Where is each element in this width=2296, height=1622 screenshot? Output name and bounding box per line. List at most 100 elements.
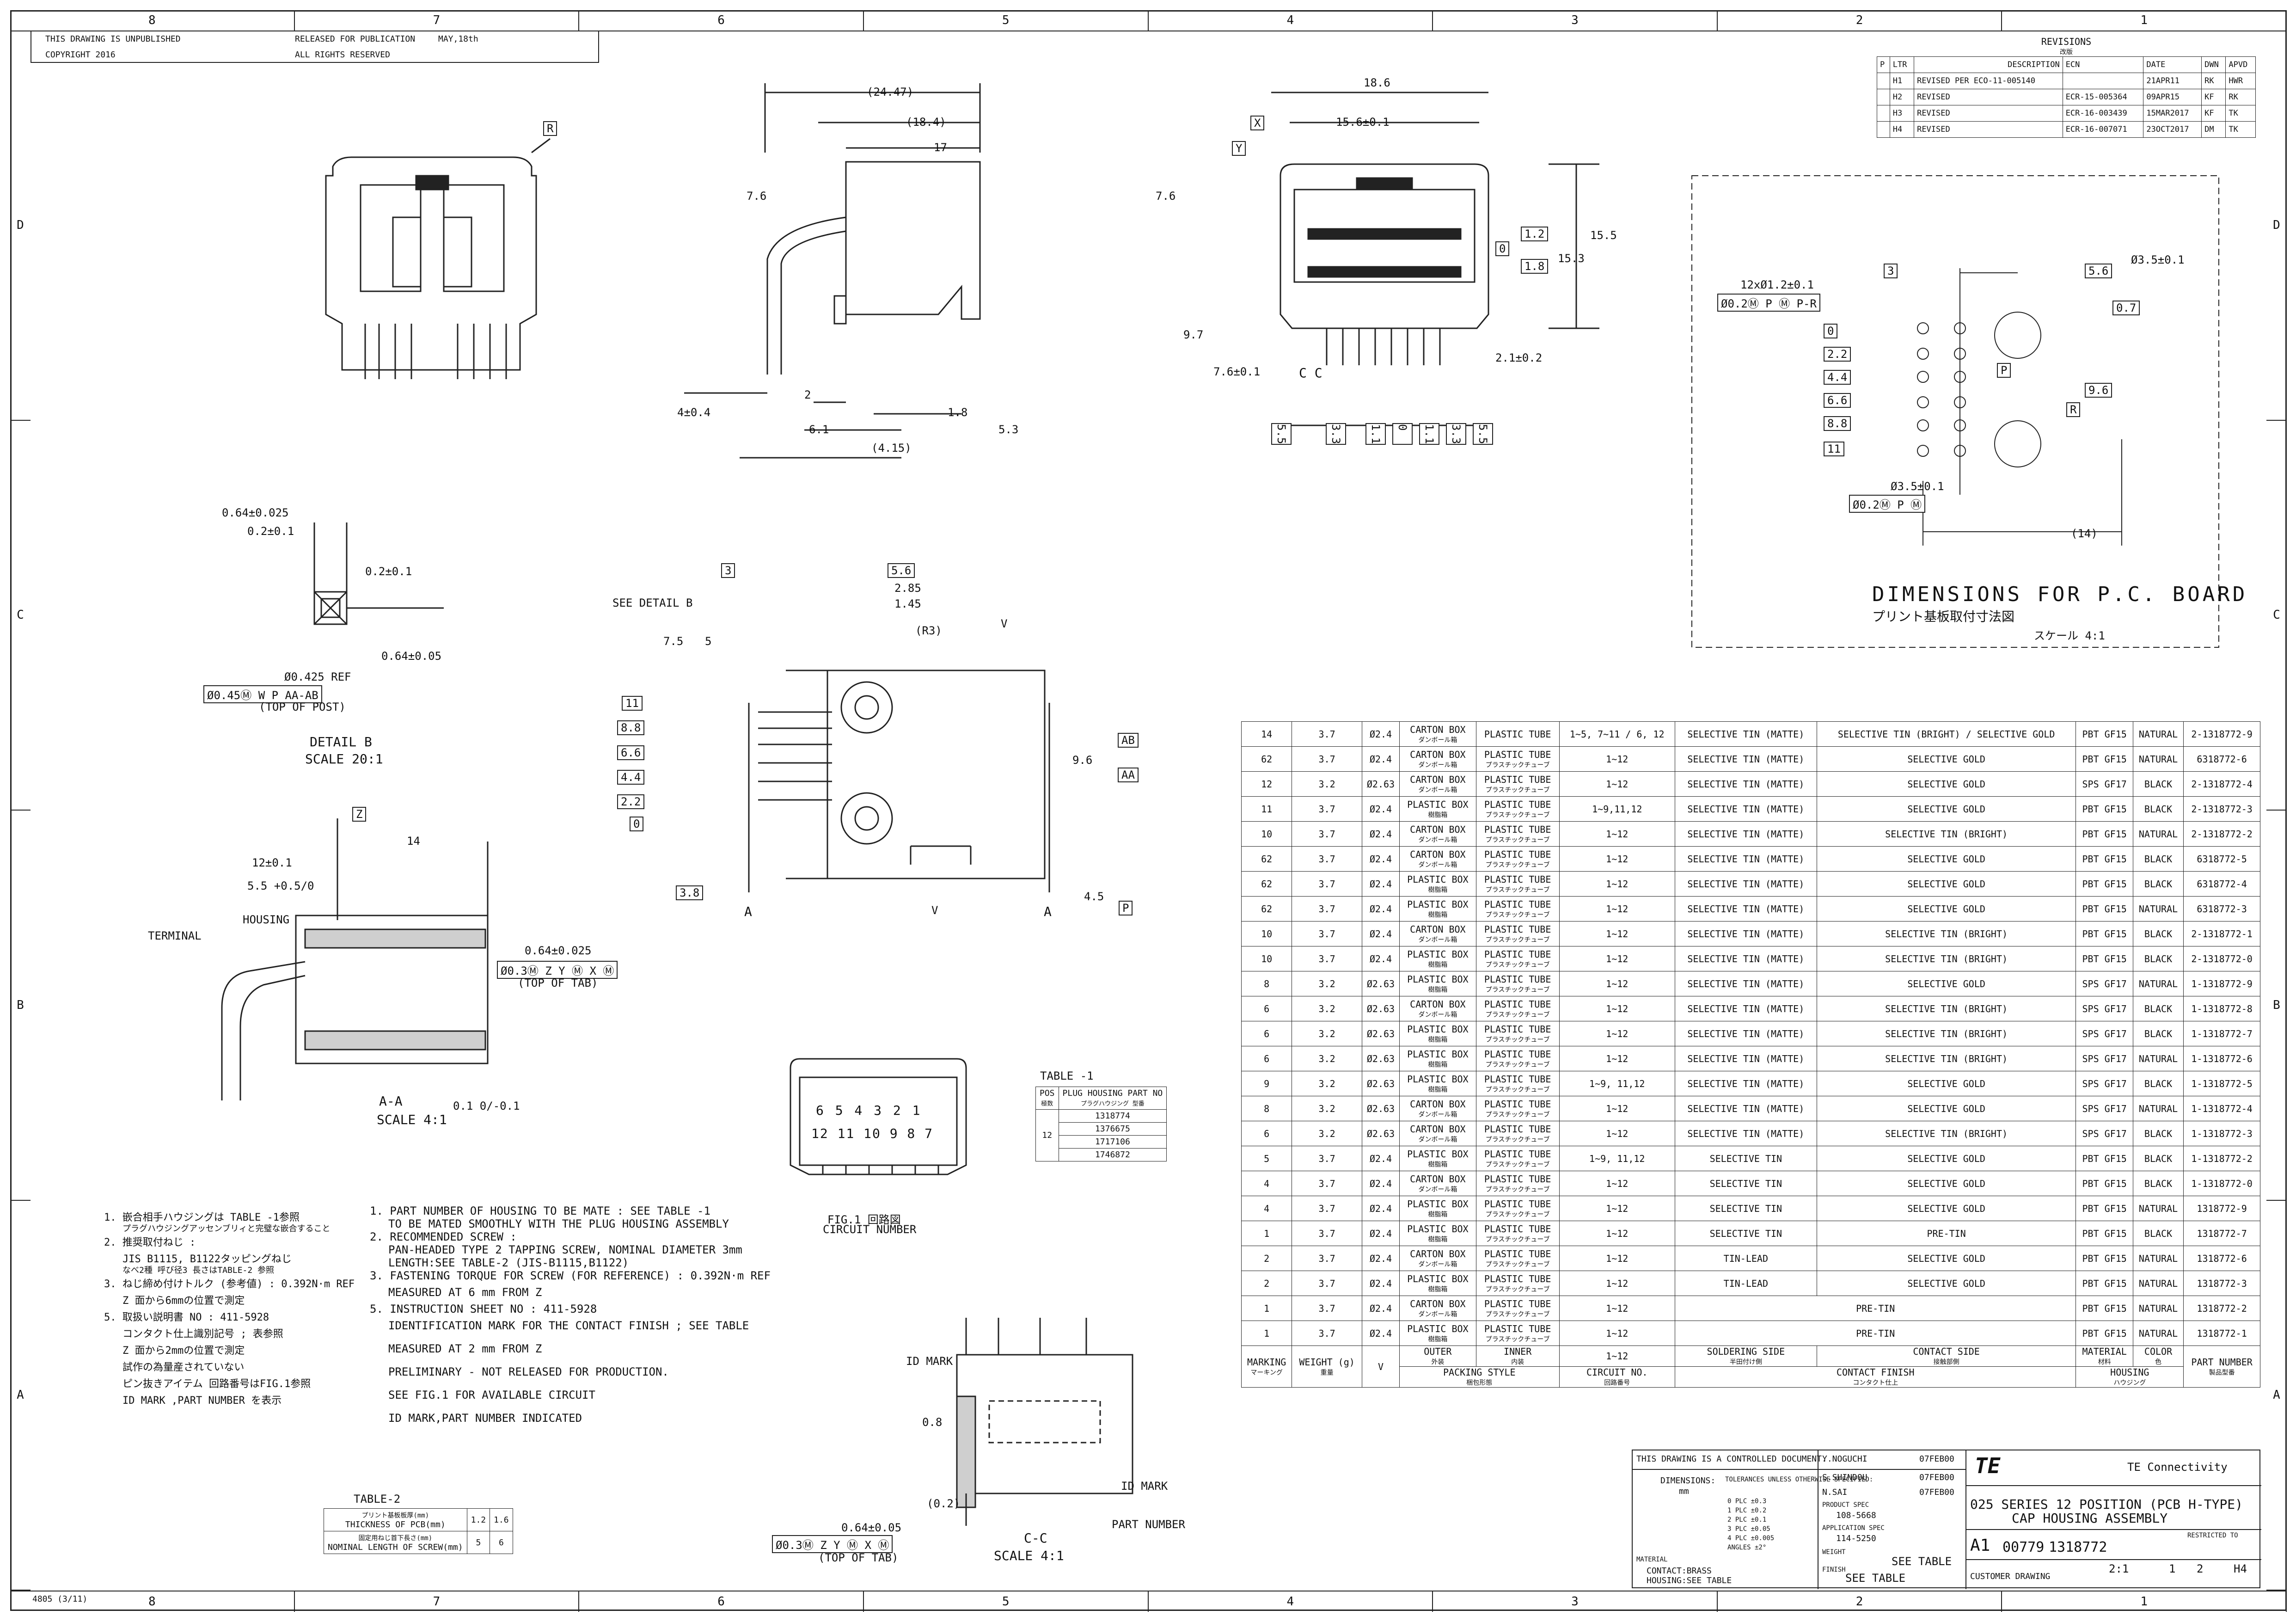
dim-label: 4±0.4	[677, 406, 711, 419]
note-jp: 1. 嵌合相手ハウジングは TABLE -1参照	[104, 1212, 300, 1223]
section-cc-title: C-C	[1024, 1530, 1047, 1546]
cell-weight: 3.2	[1292, 996, 1362, 1021]
cell-weight: 3.7	[1292, 896, 1362, 922]
table1-part: 1376675	[1058, 1122, 1167, 1136]
cell-soldering-side: SELECTIVE TIN (MATTE)	[1674, 1121, 1817, 1146]
controlled-doc-text: THIS DRAWING IS A CONTROLLED DOCUMENT.	[1636, 1454, 1827, 1464]
section-aa-outline	[221, 818, 489, 1100]
dim-label: 3	[1884, 264, 1898, 278]
col-header-jp: マーキング	[1250, 1369, 1283, 1376]
cell-circuit: 1~9, 11,12	[1559, 1071, 1675, 1096]
zone-row: D	[10, 31, 31, 421]
cell-contact-side: SELECTIVE GOLD	[1816, 896, 2076, 922]
dim-label: (18.4)	[906, 116, 946, 129]
dim-label: 0.1 0/-0.1	[453, 1100, 520, 1112]
cell-v: Ø2.4	[1361, 1321, 1400, 1346]
zone-rows-right: D C B A	[2266, 31, 2287, 1591]
cell-contact-side: SELECTIVE GOLD	[1816, 1246, 2076, 1271]
dim-label: 18.6	[1364, 76, 1390, 89]
col-header: 1~12	[1559, 1346, 1675, 1367]
col-header-jp: 内装	[1511, 1358, 1525, 1366]
dim-label: 2.2	[617, 794, 645, 809]
cell-circuit: 1~12	[1559, 1096, 1675, 1121]
cell-marking: 12	[1241, 771, 1292, 797]
cell-color: NATURAL	[2132, 746, 2184, 772]
cell-circuit: 1~9,11,12	[1559, 796, 1675, 822]
zone-row: C	[10, 421, 31, 811]
cell-contact-side: SELECTIVE GOLD	[1816, 971, 2076, 996]
cell-part-number: 2-1318772-3	[2183, 796, 2260, 822]
dim-label: 2.85	[894, 582, 921, 595]
section-aa-scale: SCALE 4:1	[377, 1112, 447, 1127]
zone-row: A	[10, 1201, 31, 1591]
datum-p-label: P	[1997, 363, 2011, 378]
rights-text: ALL RIGHTS RESERVED	[295, 50, 390, 60]
table2-value: 5	[466, 1531, 490, 1554]
tolerance-line: 3 PLC ±0.05	[1727, 1525, 1770, 1533]
cell-marking: 4	[1241, 1171, 1292, 1196]
dim-label: 11	[1824, 442, 1844, 456]
cell-soldering-side: SELECTIVE TIN (MATTE)	[1674, 946, 1817, 971]
checked-by: S.SHINDOU	[1822, 1473, 1867, 1482]
cage-code: 00779	[2002, 1539, 2045, 1555]
cell-finish: PRE-TIN	[1674, 1296, 2076, 1321]
dim-label: 0.7	[2112, 301, 2140, 315]
drawing-title-line2: CAP HOUSING ASSEMBLY	[2012, 1511, 2168, 1526]
cell-soldering-side: SELECTIVE TIN (MATTE)	[1674, 771, 1817, 797]
note-jp: JIS B1115, B1122タッピングねじ	[122, 1253, 292, 1265]
col-header: PACKING STYLE	[1443, 1367, 1516, 1378]
application-spec-label: APPLICATION SPEC	[1822, 1524, 1885, 1532]
cell-part-number: 6318772-4	[2183, 871, 2260, 897]
rev-date: 09APR15	[2143, 89, 2202, 105]
note-en: TO BE MATED SMOOTHLY WITH THE PLUG HOUSI…	[388, 1217, 729, 1230]
fig1-label: FIG.1 回路図	[827, 1213, 901, 1226]
pcb-scale: スケール 4:1	[2034, 629, 2105, 642]
cell-material: SPS GF17	[2076, 771, 2133, 797]
note-en: MEASURED AT 2 mm FROM Z	[388, 1342, 542, 1355]
cell-marking: 8	[1241, 971, 1292, 996]
note-jp: Z 面から2mmの位置で測定	[122, 1345, 245, 1357]
cell-soldering-side: SELECTIVE TIN (MATTE)	[1674, 796, 1817, 822]
col-header: SOLDERING SIDE	[1707, 1346, 1785, 1357]
dim-label: 5.6	[888, 563, 915, 578]
cell-circuit: 1~12	[1559, 1171, 1675, 1196]
table1-part: 1746872	[1058, 1148, 1167, 1161]
cell-v: Ø2.63	[1361, 996, 1400, 1021]
notes-jp: 1. 嵌合相手ハウジングは TABLE -1参照 プラグハウジングアッセンブリィ…	[104, 1209, 355, 1409]
rev-ltr: H4	[1889, 121, 1915, 138]
id-mark-callout: ID MARK	[906, 1355, 953, 1368]
company-name: TE Connectivity	[2127, 1461, 2228, 1474]
cell-marking: 4	[1241, 1196, 1292, 1221]
dim-label: (24.47)	[867, 86, 914, 98]
cell-v: Ø2.4	[1361, 1271, 1400, 1296]
cell-circuit: 1~12	[1559, 1321, 1675, 1346]
cell-marking: 11	[1241, 796, 1292, 822]
zone-col: 5	[864, 10, 1149, 31]
cell-color: BLACK	[2132, 871, 2184, 897]
section-cc-scale: SCALE 4:1	[994, 1548, 1064, 1563]
zone-col: 3	[1433, 10, 1718, 31]
cell-contact-side: SELECTIVE GOLD	[1816, 746, 2076, 772]
dim-label: (4.15)	[871, 442, 912, 455]
cell-contact-side: SELECTIVE TIN (BRIGHT) / SELECTIVE GOLD	[1816, 721, 2076, 747]
cell-weight: 3.7	[1292, 1196, 1362, 1221]
col-header-jp: 回路番号	[1604, 1379, 1630, 1387]
weight-label: WEIGHT	[1822, 1548, 1846, 1556]
cell-soldering-side: SELECTIVE TIN (MATTE)	[1674, 1071, 1817, 1096]
